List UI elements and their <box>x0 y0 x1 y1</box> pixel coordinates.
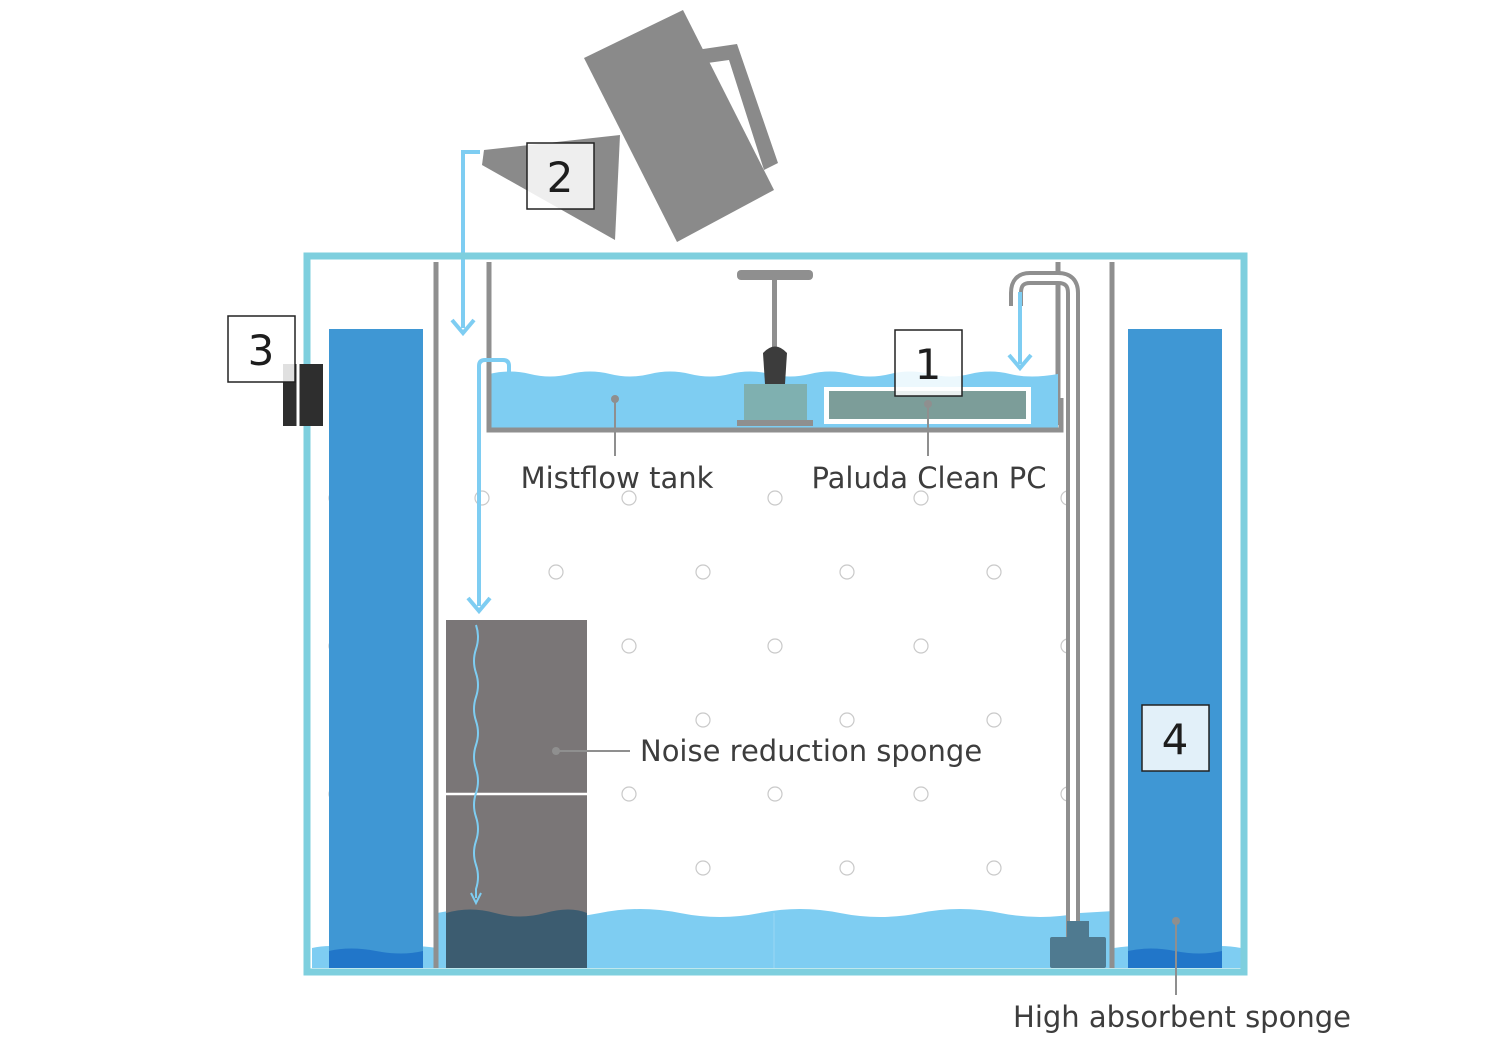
label-high-absorbent-sponge: High absorbent sponge <box>1013 1000 1351 1034</box>
background-dot <box>767 490 783 506</box>
badge-2: 2 <box>526 142 595 210</box>
background-dot <box>621 786 637 802</box>
flow-arrows <box>450 150 1033 615</box>
mist-pump <box>737 270 813 426</box>
background-dot <box>839 860 855 876</box>
label-paluda-clean-pc: Paluda Clean PC <box>811 461 1046 495</box>
bottom-water-main <box>437 909 1114 968</box>
background-dot <box>695 564 711 580</box>
sponge-water-trickle <box>473 624 479 898</box>
background-dot <box>986 712 1002 728</box>
background-dot <box>913 786 929 802</box>
background-dot <box>839 712 855 728</box>
tank-frame <box>303 252 1248 976</box>
background-dot <box>913 638 929 654</box>
return-pipe <box>1009 271 1080 968</box>
noise-reduction-sponge <box>446 620 587 968</box>
badge-2-text: 2 <box>547 153 574 202</box>
label-noise-reduction-sponge: Noise reduction sponge <box>640 734 982 768</box>
callout-leaders <box>552 395 1180 995</box>
background-dot <box>621 638 637 654</box>
right-high-absorbent-sponge <box>1128 329 1222 968</box>
bottom-pump <box>1050 921 1106 968</box>
inner-walls <box>433 262 1115 968</box>
badge-1-text: 1 <box>915 340 942 389</box>
background-dot <box>767 786 783 802</box>
background-dot <box>986 860 1002 876</box>
badge-4: 4 <box>1141 704 1210 772</box>
background-dot <box>474 490 490 506</box>
background-dot <box>986 564 1002 580</box>
badge-3: 3 <box>227 315 296 383</box>
badge-3-text: 3 <box>248 326 275 375</box>
background-dot <box>621 490 637 506</box>
label-mistflow-tank: Mistflow tank <box>521 461 714 495</box>
background-dot <box>839 564 855 580</box>
left-high-absorbent-sponge <box>329 329 423 968</box>
background-dot <box>548 564 564 580</box>
background-dot <box>767 638 783 654</box>
background-dot <box>913 490 929 506</box>
badge-1: 1 <box>894 329 963 397</box>
badge-4-text: 4 <box>1162 715 1189 764</box>
background-dot <box>695 712 711 728</box>
background-dot <box>695 860 711 876</box>
